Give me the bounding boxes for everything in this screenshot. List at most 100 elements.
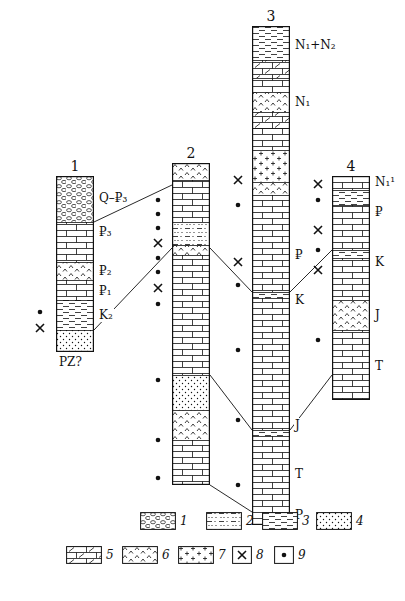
cross-marker [314, 226, 322, 234]
swatch-box [123, 547, 158, 564]
legend-number: 5 [106, 548, 114, 562]
rock-layer [252, 26, 290, 60]
swatch-box [67, 547, 102, 564]
rock-layer [56, 222, 94, 262]
age-label: J [374, 308, 381, 322]
dot-marker [156, 476, 161, 481]
rock-layer [172, 255, 210, 375]
layer-boundary [252, 430, 290, 431]
column-box [332, 176, 370, 400]
layer-boundary [332, 250, 370, 251]
column-box [252, 26, 290, 525]
legend-swatch [206, 512, 242, 530]
legend-number: 9 [298, 548, 306, 562]
swatch-box [207, 513, 242, 530]
column-box [56, 176, 94, 352]
layer-boundary [172, 440, 210, 441]
legend-swatch [262, 512, 298, 530]
rock-layer [252, 78, 290, 92]
rock-layer [252, 195, 290, 292]
layer-boundary [252, 78, 290, 79]
layer-boundary [172, 245, 210, 246]
correlation-line [210, 375, 252, 430]
dot-marker [282, 553, 287, 558]
cross-marker [234, 258, 242, 266]
dot-marker [316, 198, 321, 203]
layer-boundary [252, 150, 290, 151]
layer-boundary [332, 330, 370, 331]
age-label: PZ? [58, 355, 83, 369]
rock-layer [252, 292, 290, 298]
age-label: T [294, 467, 304, 481]
legend-item: 8 [232, 546, 264, 564]
dot-marker [156, 438, 161, 443]
legend-item: 1 [140, 512, 188, 530]
strat-column: 4 [332, 158, 370, 400]
column-number: 3 [252, 8, 290, 24]
rock-layer [172, 180, 210, 222]
rock-layer [172, 163, 210, 180]
rock-layer [332, 258, 370, 300]
layer-boundary [252, 436, 290, 437]
layer-boundary [252, 60, 290, 61]
legend-swatch [122, 546, 158, 564]
column-number: 4 [332, 158, 370, 174]
layer-boundary [172, 255, 210, 256]
rock-layer [252, 60, 290, 78]
rock-layer [172, 222, 210, 245]
rock-layer [56, 176, 94, 222]
layer-boundary [172, 180, 210, 181]
legend-swatch [178, 546, 214, 564]
column-outline [57, 177, 94, 352]
legend-number: 2 [246, 514, 254, 528]
dot-marker [38, 310, 43, 315]
legend-number: 4 [356, 514, 364, 528]
rock-layer [332, 190, 370, 205]
legend-item: 2 [206, 512, 254, 530]
rock-layer [56, 262, 94, 280]
rock-layer [332, 250, 370, 258]
layer-boundary [172, 410, 210, 411]
age-label: ₽₁ [98, 284, 112, 298]
rock-layer [56, 300, 94, 330]
rock-layer [252, 128, 290, 150]
rock-layer [56, 330, 94, 352]
swatch-box [317, 513, 352, 530]
layer-boundary [332, 205, 370, 206]
cross-marker [154, 239, 162, 247]
age-label: T [374, 359, 384, 373]
rock-layer [172, 440, 210, 485]
dot-marker [236, 348, 241, 353]
rock-layer [332, 300, 370, 330]
rock-layer [252, 298, 290, 430]
strat-column: 3 [252, 8, 290, 525]
rock-layer [56, 280, 94, 300]
legend-swatch [274, 546, 294, 564]
cross-marker [234, 176, 242, 184]
rock-layer [332, 330, 370, 400]
layer-boundary [332, 300, 370, 301]
dot-marker [156, 198, 161, 203]
dot-marker [316, 338, 321, 343]
dot-marker [316, 248, 321, 253]
rock-layer [252, 112, 290, 128]
column-box [172, 163, 210, 485]
correlation-line [94, 248, 172, 330]
dot-marker [156, 270, 161, 275]
age-label: ₽₃ [98, 225, 112, 239]
rock-layer [172, 410, 210, 440]
rock-layer [172, 375, 210, 410]
layer-boundary [172, 375, 210, 376]
swatch-box [233, 547, 252, 564]
cross-marker [154, 284, 162, 292]
layer-boundary [252, 92, 290, 93]
age-label: N₁¹ [374, 175, 396, 189]
dot-marker [156, 302, 161, 307]
column-number: 2 [172, 145, 210, 161]
legend-number: 8 [256, 548, 264, 562]
dot-marker [156, 378, 161, 383]
legend-number: 1 [180, 514, 188, 528]
rock-layer [332, 205, 370, 250]
legend-item: 6 [122, 546, 170, 564]
